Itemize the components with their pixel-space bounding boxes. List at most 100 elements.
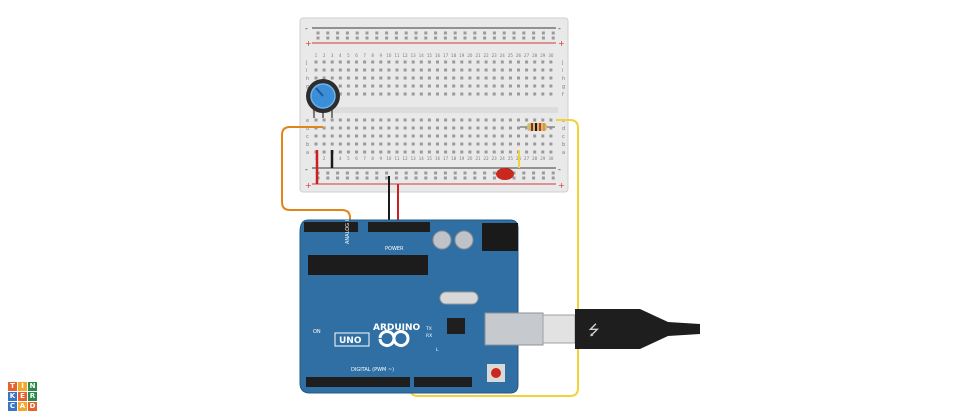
terminal-hole[interactable] <box>355 126 358 130</box>
terminal-hole[interactable] <box>517 134 520 138</box>
terminal-hole[interactable] <box>395 68 399 72</box>
rail-hole[interactable] <box>375 31 379 35</box>
terminal-hole[interactable] <box>363 92 367 96</box>
rail-hole[interactable] <box>502 36 506 40</box>
terminal-hole[interactable] <box>508 92 512 96</box>
terminal-hole[interactable] <box>525 92 529 96</box>
terminal-hole[interactable] <box>387 60 391 64</box>
rail-hole[interactable] <box>355 176 359 180</box>
rail-hole[interactable] <box>541 171 545 175</box>
resistor[interactable] <box>520 123 555 131</box>
terminal-hole[interactable] <box>460 142 464 146</box>
terminal-hole[interactable] <box>411 76 415 80</box>
terminal-hole[interactable] <box>314 60 318 64</box>
rail-hole[interactable] <box>512 31 516 35</box>
terminal-hole[interactable] <box>436 76 439 80</box>
terminal-hole[interactable] <box>355 134 358 138</box>
potentiometer[interactable] <box>306 79 340 118</box>
terminal-hole[interactable] <box>476 118 480 122</box>
terminal-hole[interactable] <box>525 142 529 146</box>
rail-hole[interactable] <box>345 36 349 40</box>
terminal-hole[interactable] <box>355 84 358 88</box>
terminal-hole[interactable] <box>379 126 383 130</box>
terminal-hole[interactable] <box>476 60 480 64</box>
terminal-hole[interactable] <box>387 92 391 96</box>
terminal-hole[interactable] <box>476 84 480 88</box>
terminal-hole[interactable] <box>411 118 415 122</box>
terminal-hole[interactable] <box>452 126 456 130</box>
terminal-hole[interactable] <box>460 84 464 88</box>
rail-hole[interactable] <box>483 176 487 180</box>
terminal-hole[interactable] <box>427 118 431 122</box>
rail-hole[interactable] <box>483 36 487 40</box>
rail-hole[interactable] <box>394 171 398 175</box>
terminal-hole[interactable] <box>411 68 415 72</box>
terminal-hole[interactable] <box>436 150 439 154</box>
terminal-hole[interactable] <box>379 134 383 138</box>
rail-hole[interactable] <box>375 171 379 175</box>
terminal-hole[interactable] <box>371 76 375 80</box>
rail-hole[interactable] <box>414 171 418 175</box>
terminal-hole[interactable] <box>549 118 553 122</box>
terminal-hole[interactable] <box>427 150 431 154</box>
terminal-hole[interactable] <box>363 60 367 64</box>
rail-hole[interactable] <box>336 171 340 175</box>
terminal-hole[interactable] <box>436 118 439 122</box>
terminal-hole[interactable] <box>419 126 423 130</box>
terminal-hole[interactable] <box>346 60 350 64</box>
terminal-hole[interactable] <box>533 84 537 88</box>
terminal-hole[interactable] <box>371 118 375 122</box>
terminal-hole[interactable] <box>419 68 423 72</box>
rail-hole[interactable] <box>522 171 526 175</box>
terminal-hole[interactable] <box>403 92 407 96</box>
terminal-hole[interactable] <box>427 84 431 88</box>
breadboard-holes[interactable] <box>314 31 555 180</box>
terminal-hole[interactable] <box>468 150 472 154</box>
terminal-hole[interactable] <box>492 92 496 96</box>
terminal-hole[interactable] <box>444 60 448 64</box>
terminal-hole[interactable] <box>500 134 504 138</box>
rail-hole[interactable] <box>414 176 418 180</box>
rail-hole[interactable] <box>532 31 536 35</box>
rail-hole[interactable] <box>551 31 555 35</box>
terminal-hole[interactable] <box>419 92 423 96</box>
terminal-hole[interactable] <box>452 76 456 80</box>
rail-hole[interactable] <box>326 31 330 35</box>
terminal-hole[interactable] <box>492 150 496 154</box>
terminal-hole[interactable] <box>549 126 553 130</box>
rail-hole[interactable] <box>522 36 526 40</box>
terminal-hole[interactable] <box>492 142 496 146</box>
terminal-hole[interactable] <box>476 150 480 154</box>
terminal-hole[interactable] <box>541 68 545 72</box>
terminal-hole[interactable] <box>444 84 448 88</box>
terminal-hole[interactable] <box>338 68 342 72</box>
terminal-hole[interactable] <box>395 150 399 154</box>
terminal-hole[interactable] <box>468 84 472 88</box>
terminal-hole[interactable] <box>346 150 350 154</box>
terminal-hole[interactable] <box>525 126 529 130</box>
rail-hole[interactable] <box>532 36 536 40</box>
terminal-hole[interactable] <box>500 68 504 72</box>
terminal-hole[interactable] <box>460 134 464 138</box>
rail-hole[interactable] <box>394 31 398 35</box>
terminal-hole[interactable] <box>355 150 358 154</box>
rail-hole[interactable] <box>326 176 330 180</box>
rail-hole[interactable] <box>512 176 516 180</box>
terminal-hole[interactable] <box>322 142 326 146</box>
terminal-hole[interactable] <box>436 84 439 88</box>
rail-hole[interactable] <box>434 176 438 180</box>
terminal-hole[interactable] <box>330 142 334 146</box>
terminal-hole[interactable] <box>492 76 496 80</box>
rail-hole[interactable] <box>365 171 369 175</box>
terminal-hole[interactable] <box>452 118 456 122</box>
terminal-hole[interactable] <box>346 126 350 130</box>
yellow-wire-digital[interactable] <box>409 119 579 397</box>
rail-hole[interactable] <box>522 31 526 35</box>
terminal-hole[interactable] <box>541 134 545 138</box>
rail-hole[interactable] <box>355 31 359 35</box>
terminal-hole[interactable] <box>541 118 545 122</box>
rail-hole[interactable] <box>483 171 487 175</box>
terminal-hole[interactable] <box>517 60 520 64</box>
terminal-hole[interactable] <box>411 134 415 138</box>
